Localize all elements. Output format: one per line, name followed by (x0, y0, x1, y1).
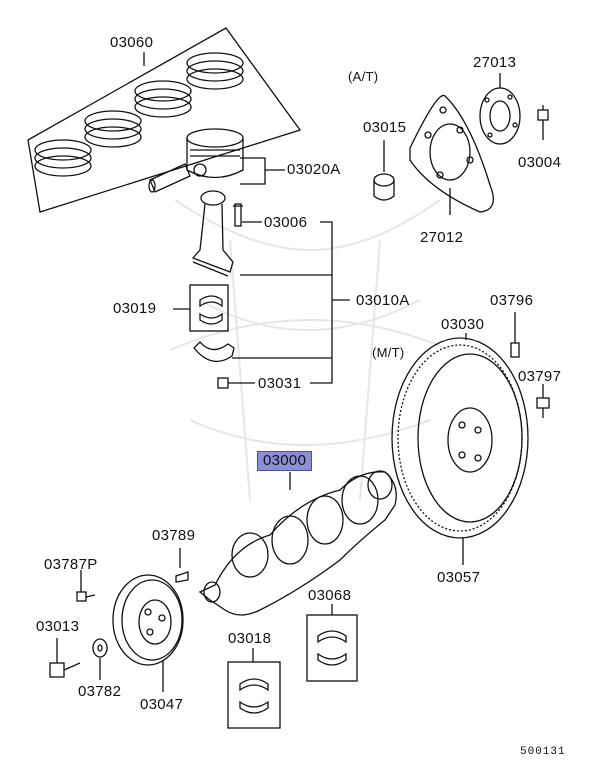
part-label-03018[interactable]: 03018 (228, 630, 272, 647)
piston-ring-set-2 (84, 110, 142, 148)
part-label-03789[interactable]: 03789 (152, 527, 196, 544)
part-label-03796[interactable]: 03796 (490, 292, 534, 309)
part-label-03006[interactable]: 03006 (264, 214, 308, 231)
piston-pin (148, 163, 191, 193)
rod-cap (193, 341, 235, 363)
piston-ring-set-3 (134, 80, 192, 118)
diagram-reference-code: 500131 (520, 746, 566, 758)
crankshaft (198, 470, 397, 616)
pulley-bolt-03787p (76, 591, 96, 602)
adapter-plate (479, 87, 521, 145)
part-label-03013[interactable]: 03013 (36, 618, 80, 635)
variant-label-at: (A/T) (348, 69, 379, 84)
part-label-03057[interactable]: 03057 (437, 569, 481, 586)
part-label-03068[interactable]: 03068 (308, 587, 352, 604)
flywheel (391, 337, 529, 539)
key-03789 (175, 571, 189, 583)
bolt-03004 (537, 105, 549, 121)
main-bearing-03018 (227, 661, 281, 729)
piston-ring-set-1 (34, 139, 92, 177)
variant-label-mt: (M/T) (372, 345, 405, 360)
part-label-03019[interactable]: 03019 (113, 300, 157, 317)
part-label-27013[interactable]: 27013 (473, 54, 517, 71)
flywheel-bolt (536, 397, 550, 418)
rod-bolt (233, 203, 243, 227)
pulley-bolt-03013 (49, 662, 81, 678)
part-label-03004[interactable]: 03004 (518, 154, 562, 171)
part-label-03031[interactable]: 03031 (258, 375, 302, 392)
washer-03782 (92, 638, 108, 658)
part-label-03797[interactable]: 03797 (518, 368, 562, 385)
part-label-03015[interactable]: 03015 (363, 119, 407, 136)
part-label-03787p[interactable]: 03787P (44, 556, 98, 573)
piston-ring-panel (27, 27, 302, 213)
part-label-03020a[interactable]: 03020A (287, 161, 341, 178)
spacer-03015 (373, 173, 395, 201)
drive-plate (409, 94, 494, 213)
dowel-pin-03796 (510, 342, 520, 358)
part-label-27012[interactable]: 27012 (420, 229, 464, 246)
connecting-rod (191, 190, 234, 277)
part-label-03060[interactable]: 03060 (110, 34, 154, 51)
part-label-03030[interactable]: 03030 (441, 316, 485, 333)
crank-pulley (112, 574, 184, 666)
watermark-emblem (169, 199, 451, 501)
piston (186, 128, 244, 179)
part-label-03010a[interactable]: 03010A (356, 292, 410, 309)
part-label-03000-highlighted[interactable]: 03000 (257, 451, 313, 471)
piston-ring-set-4 (186, 52, 244, 90)
part-label-03047[interactable]: 03047 (140, 696, 184, 713)
rod-nut (217, 377, 229, 389)
rod-bearing (189, 284, 229, 332)
part-label-03782[interactable]: 03782 (78, 683, 122, 700)
thrust-bearing-03068 (306, 614, 358, 682)
